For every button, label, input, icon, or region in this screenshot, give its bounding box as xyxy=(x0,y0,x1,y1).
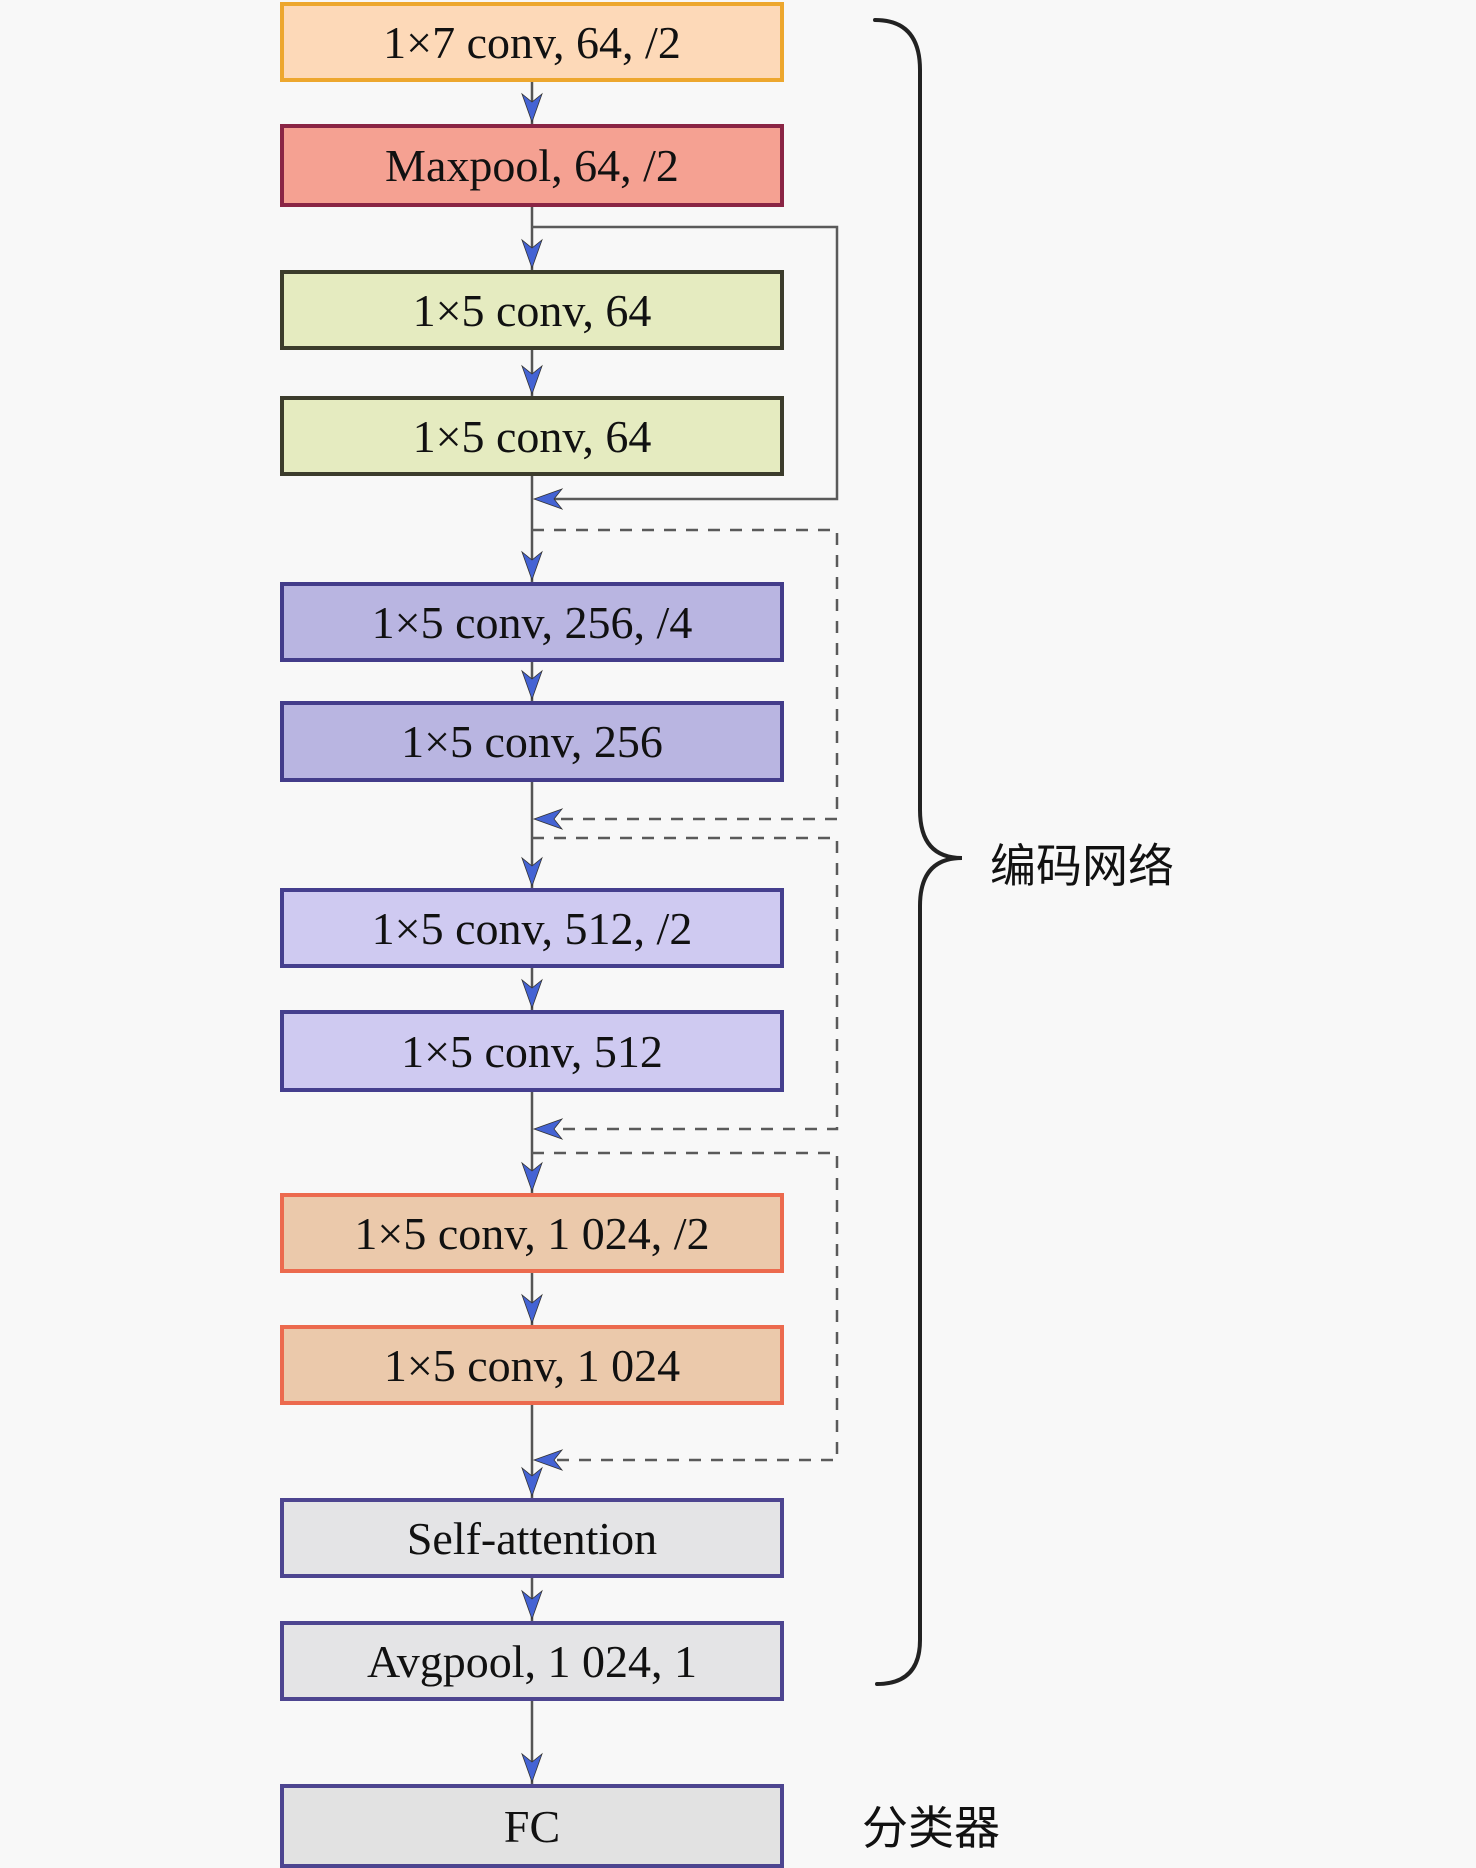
skip-connections xyxy=(532,225,839,1462)
block-label: 1×5 conv, 256 xyxy=(401,716,663,767)
block-avgpool: Avgpool, 1 024, 1 xyxy=(280,1621,784,1701)
block-conv512a: 1×5 conv, 512, /2 xyxy=(280,888,784,968)
block-conv1024b: 1×5 conv, 1 024 xyxy=(280,1325,784,1405)
block-label: 1×5 conv, 1 024 xyxy=(383,1339,681,1391)
block-maxpool: Maxpool, 64, /2 xyxy=(280,124,784,207)
arrowhead-down-10 xyxy=(521,1466,543,1498)
arrowhead-left-2 xyxy=(532,808,564,830)
arrowhead-left-4 xyxy=(532,1449,564,1471)
block-label: 1×5 conv, 256, /4 xyxy=(371,596,693,648)
block-label: Maxpool, 64, /2 xyxy=(385,140,679,191)
arrowhead-left-3 xyxy=(532,1118,564,1140)
arrowheads-down xyxy=(521,92,543,1784)
skip-dashed-3 xyxy=(532,836,839,1131)
block-label: 1×5 conv, 512, /2 xyxy=(371,902,693,954)
block-conv256a: 1×5 conv, 256, /4 xyxy=(280,582,784,662)
arrowhead-down-1 xyxy=(521,92,543,124)
arrowhead-down-2 xyxy=(521,238,543,270)
block-conv512b: 1×5 conv, 512 xyxy=(280,1010,784,1092)
block-label: 1×5 conv, 64 xyxy=(412,284,652,336)
block-self-attention: Self-attention xyxy=(280,1498,784,1578)
block-label: Self-attention xyxy=(406,1512,658,1564)
block-conv7: 1×7 conv, 64, /2 xyxy=(280,2,784,82)
block-conv1024a: 1×5 conv, 1 024, /2 xyxy=(280,1193,784,1273)
encoder-brace xyxy=(873,18,963,1686)
block-label: 1×7 conv, 64, /2 xyxy=(383,16,681,68)
block-label: 1×5 conv, 1 024, /2 xyxy=(354,1207,710,1259)
block-conv64a: 1×5 conv, 64 xyxy=(280,270,784,350)
arrowhead-down-3 xyxy=(521,364,543,396)
block-label: 1×5 conv, 64 xyxy=(412,410,652,462)
skip-dashed-4 xyxy=(532,1151,839,1462)
arrowheads-left xyxy=(532,488,564,1471)
arrowhead-down-6 xyxy=(521,856,543,888)
arrowhead-down-9 xyxy=(521,1293,543,1325)
block-fc: FC xyxy=(280,1784,784,1868)
arrowhead-down-4 xyxy=(521,550,543,582)
arrowhead-down-5 xyxy=(521,669,543,701)
arrowhead-down-7 xyxy=(521,978,543,1010)
arrowhead-down-11 xyxy=(521,1589,543,1621)
skip-solid-1 xyxy=(532,225,839,501)
block-conv256b: 1×5 conv, 256 xyxy=(280,701,784,782)
encoder-group-label: 编码网络 xyxy=(990,839,1174,893)
arrowhead-down-8 xyxy=(521,1161,543,1193)
block-label: Avgpool, 1 024, 1 xyxy=(366,1635,698,1687)
arrowhead-left-1 xyxy=(532,488,564,510)
arrowhead-down-12 xyxy=(521,1752,543,1784)
block-conv64b: 1×5 conv, 64 xyxy=(280,396,784,476)
block-label: FC xyxy=(503,1800,561,1852)
block-label: 1×5 conv, 512 xyxy=(401,1025,663,1077)
skip-dashed-2 xyxy=(532,528,839,821)
classifier-group-label: 分类器 xyxy=(862,1801,1000,1855)
